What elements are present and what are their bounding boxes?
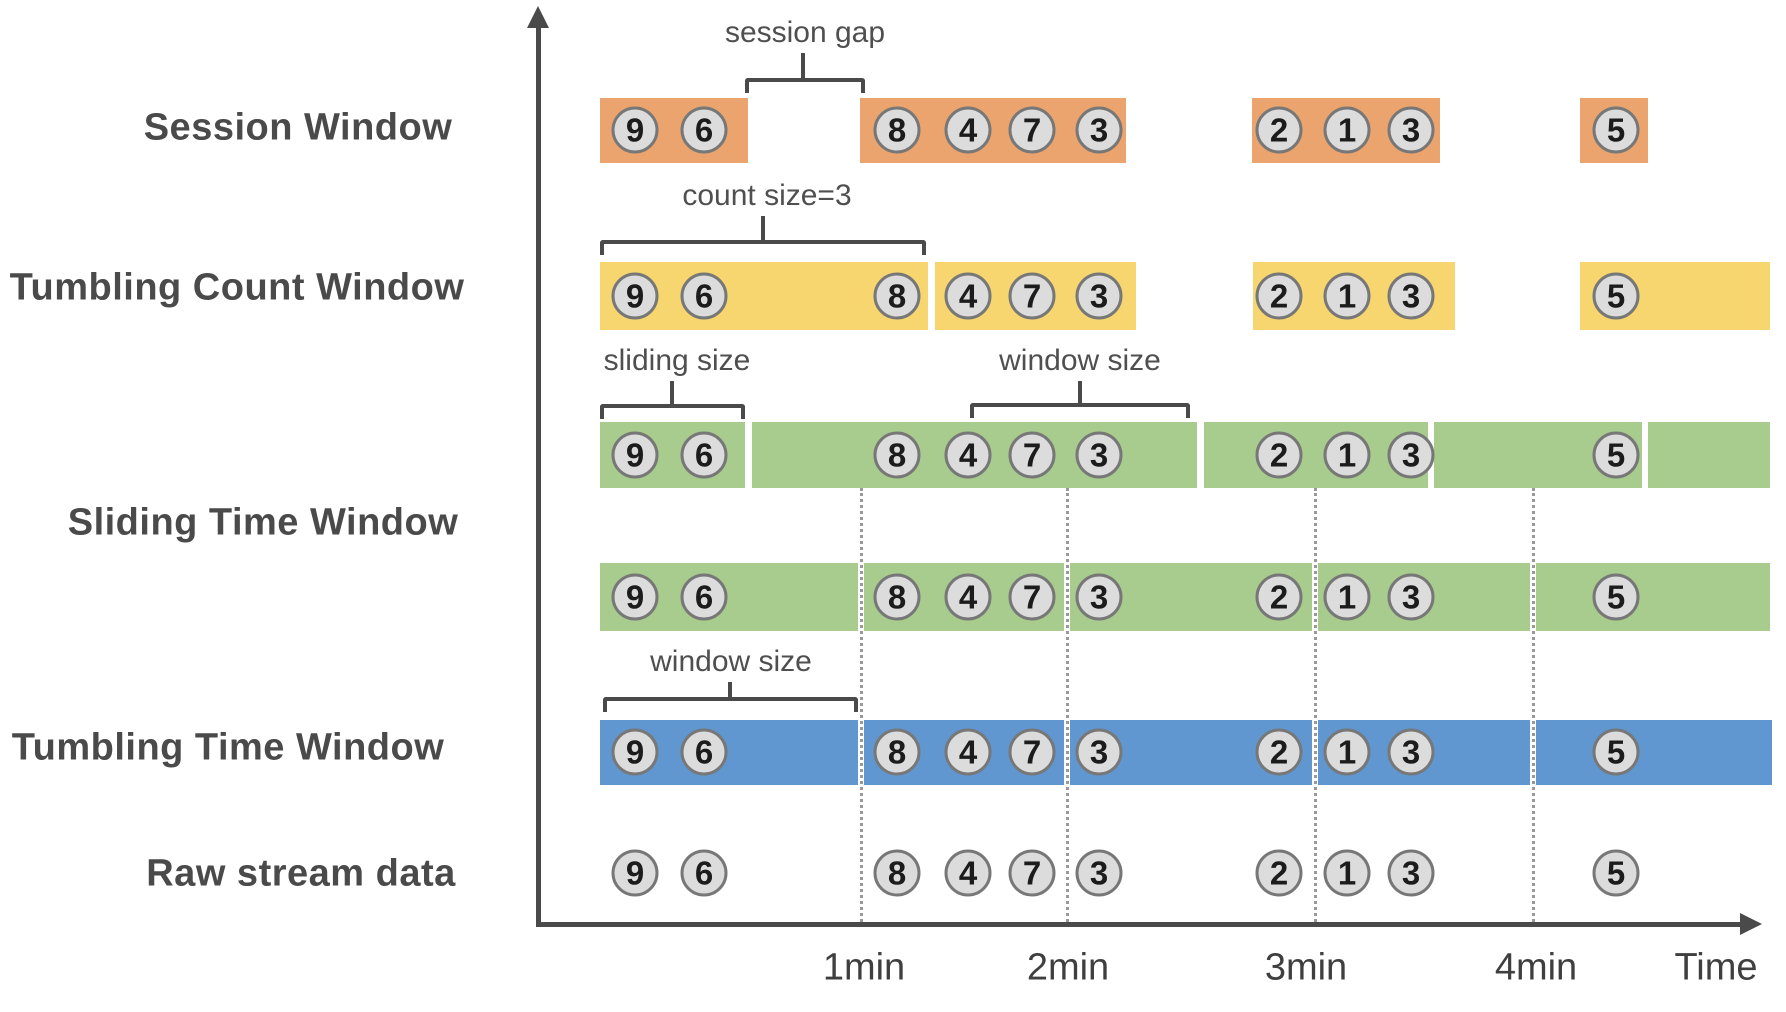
- event-circle: 5: [1592, 106, 1640, 154]
- x-axis-arrowhead: [1740, 913, 1762, 935]
- event-circle: 1: [1323, 272, 1371, 320]
- axis-tick-label: 4min: [1494, 946, 1578, 989]
- event-circle: 6: [680, 106, 728, 154]
- y-axis-line: [536, 14, 541, 926]
- event-circle: 7: [1008, 849, 1056, 897]
- event-circle: 5: [1592, 728, 1640, 776]
- event-circle: 3: [1387, 573, 1435, 621]
- event-circle: 2: [1255, 431, 1303, 479]
- event-circle: 2: [1255, 272, 1303, 320]
- event-circle: 9: [611, 106, 659, 154]
- event-circle: 8: [873, 728, 921, 776]
- event-circle: 3: [1387, 728, 1435, 776]
- event-circle: 7: [1008, 431, 1056, 479]
- event-circle: 8: [873, 106, 921, 154]
- event-circle: 2: [1255, 573, 1303, 621]
- axis-tick-label: 3min: [1264, 946, 1348, 989]
- brace-label: window size: [650, 645, 812, 678]
- event-circle: 9: [611, 573, 659, 621]
- row-label-tumbling-time-window: Tumbling Time Window: [11, 726, 445, 769]
- event-circle: 8: [873, 849, 921, 897]
- event-circle: 3: [1387, 106, 1435, 154]
- event-circle: 3: [1075, 431, 1123, 479]
- event-circle: 5: [1592, 272, 1640, 320]
- event-circle: 4: [944, 272, 992, 320]
- event-circle: 3: [1075, 728, 1123, 776]
- event-circle: 2: [1255, 106, 1303, 154]
- brace-stem: [801, 53, 805, 78]
- event-circle: 2: [1255, 728, 1303, 776]
- event-circle: 9: [611, 272, 659, 320]
- event-circle: 2: [1255, 849, 1303, 897]
- brace-label: sliding size: [603, 344, 751, 377]
- event-circle: 9: [611, 849, 659, 897]
- dotted-gridline: [1066, 488, 1069, 922]
- event-circle: 4: [944, 106, 992, 154]
- row-label-session-window: Session Window: [143, 106, 453, 149]
- event-circle: 1: [1323, 849, 1371, 897]
- event-circle: 8: [873, 573, 921, 621]
- brace-stem: [761, 216, 765, 240]
- event-circle: 4: [944, 573, 992, 621]
- event-circle: 7: [1008, 573, 1056, 621]
- event-circle: 1: [1323, 106, 1371, 154]
- axis-tick-label: 2min: [1026, 946, 1110, 989]
- brace-label: session gap: [724, 16, 886, 49]
- dotted-gridline: [1532, 488, 1535, 922]
- brace: [745, 78, 865, 93]
- event-circle: 7: [1008, 728, 1056, 776]
- row-label-sliding-time-window-lower: Sliding Time Window: [67, 501, 459, 544]
- event-circle: 6: [680, 849, 728, 897]
- row-label-tumbling-count-window: Tumbling Count Window: [9, 266, 465, 309]
- event-circle: 3: [1075, 849, 1123, 897]
- dotted-gridline: [1314, 488, 1317, 922]
- event-circle: 1: [1323, 573, 1371, 621]
- event-circle: 7: [1008, 272, 1056, 320]
- event-circle: 6: [680, 728, 728, 776]
- bar-segment: [1536, 720, 1772, 785]
- event-circle: 1: [1323, 728, 1371, 776]
- brace: [603, 697, 858, 712]
- x-axis-line: [536, 922, 1740, 927]
- event-circle: 3: [1075, 106, 1123, 154]
- event-circle: 6: [680, 431, 728, 479]
- bar-segment: [1536, 563, 1770, 631]
- row-label-raw-stream-data: Raw stream data: [146, 852, 456, 895]
- event-circle: 4: [944, 849, 992, 897]
- brace: [600, 240, 926, 255]
- brace-stem: [1078, 381, 1082, 403]
- brace-stem: [728, 682, 732, 697]
- event-circle: 6: [680, 573, 728, 621]
- event-circle: 3: [1387, 431, 1435, 479]
- event-circle: 8: [873, 272, 921, 320]
- event-circle: 4: [944, 431, 992, 479]
- event-circle: 3: [1387, 272, 1435, 320]
- event-circle: 3: [1075, 573, 1123, 621]
- event-circle: 1: [1323, 431, 1371, 479]
- event-circle: 9: [611, 431, 659, 479]
- brace: [600, 404, 745, 419]
- event-circle: 5: [1592, 849, 1640, 897]
- brace-label: window size: [999, 344, 1161, 377]
- bar-segment: [1648, 422, 1770, 488]
- event-circle: 3: [1075, 272, 1123, 320]
- event-circle: 6: [680, 272, 728, 320]
- axis-tick-label: 1min: [822, 946, 906, 989]
- dotted-gridline: [860, 488, 863, 922]
- event-circle: 5: [1592, 573, 1640, 621]
- brace-label: count size=3: [682, 179, 852, 212]
- event-circle: 8: [873, 431, 921, 479]
- event-circle: 9: [611, 728, 659, 776]
- y-axis-arrowhead: [527, 6, 549, 28]
- event-circle: 4: [944, 728, 992, 776]
- brace: [970, 403, 1190, 418]
- event-circle: 3: [1387, 849, 1435, 897]
- event-circle: 7: [1008, 106, 1056, 154]
- brace-stem: [670, 381, 674, 404]
- time-axis-label: Time: [1674, 946, 1758, 989]
- event-circle: 5: [1592, 431, 1640, 479]
